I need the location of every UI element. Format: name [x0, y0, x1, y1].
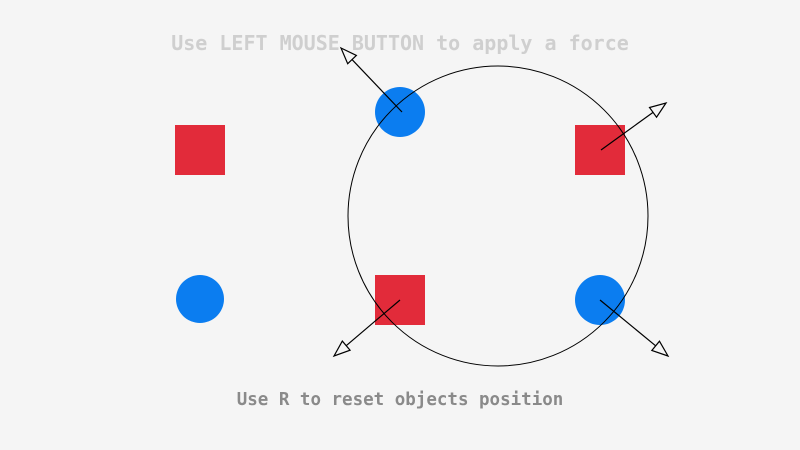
force-arrow-shaft [599, 299, 657, 347]
force-arrow [332, 299, 401, 358]
red-square-body[interactable] [575, 125, 625, 175]
force-arrow-head [650, 340, 670, 358]
blue-circle-body[interactable] [375, 87, 425, 137]
force-arrow-head [648, 101, 668, 119]
force-arrow-head [339, 46, 358, 65]
force-arrow-shaft [351, 59, 403, 113]
force-arrow-shaft [600, 111, 654, 151]
force-arrow [339, 46, 403, 113]
force-arrow [599, 299, 670, 358]
force-arrow-shaft [345, 299, 401, 347]
force-arrow-head [332, 340, 352, 358]
force-arrow [600, 101, 668, 151]
instruction-reset-objects: Use R to reset objects position [236, 390, 564, 410]
instruction-apply-force: Use LEFT MOUSE BUTTON to apply a force [171, 31, 629, 55]
red-square-body[interactable] [175, 125, 225, 175]
boundary-circle [347, 65, 649, 367]
blue-circle-body[interactable] [176, 275, 224, 323]
